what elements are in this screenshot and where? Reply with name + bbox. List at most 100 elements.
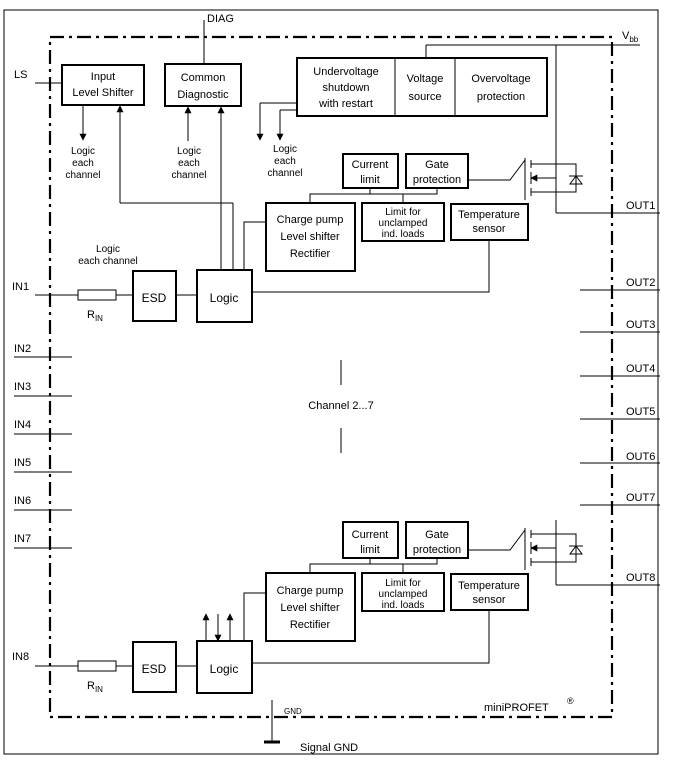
logic-block-1	[196, 269, 253, 323]
ch1-bus-wire	[309, 188, 438, 203]
out5-label: OUT5	[626, 406, 655, 418]
logic-to-chargepump-1	[243, 221, 266, 270]
out3-label: OUT3	[626, 319, 655, 331]
ch8-bus-wire	[309, 558, 438, 573]
diag-pin-label: DIAG	[207, 13, 234, 25]
current-limit-1-line2: limit	[360, 174, 380, 186]
out1-label: OUT1	[626, 200, 655, 212]
logic-to-tempsensor-8	[252, 610, 490, 664]
current-limit-8-line2: limit	[360, 544, 380, 556]
rin-label-1: RIN	[87, 309, 103, 323]
limit-unclamped-8-line1: Limit for	[385, 578, 421, 589]
current-limit-1-line1: Current	[352, 159, 389, 171]
gate-protection-1-line1: Gate	[425, 159, 449, 171]
in8-label: IN8	[12, 651, 29, 663]
charge-pump-8-line2: Level shifter	[280, 602, 340, 614]
logic-to-chargepump-8	[243, 592, 266, 641]
overvoltage-line2: protection	[477, 91, 525, 103]
vbb-label: Vbb	[622, 30, 639, 44]
rin-resistor-8	[77, 660, 117, 672]
overvoltage-line1: Overvoltage	[471, 73, 530, 85]
in3-label: IN3	[14, 381, 31, 393]
ls-pin-label: LS	[14, 69, 27, 81]
logic-each-channel-1-b: each	[72, 158, 94, 169]
esd-block-8	[132, 641, 177, 693]
logic-each-channel-inline-b: each channel	[78, 256, 138, 267]
common-diagnostic-line2: Diagnostic	[177, 89, 229, 101]
in5-label: IN5	[14, 457, 31, 469]
gate-protection-8-line1: Gate	[425, 529, 449, 541]
esd-block-1	[132, 270, 177, 322]
logic-each-channel-2-b: each	[178, 158, 200, 169]
diode-8-wire	[556, 533, 577, 563]
temperature-sensor-block-8	[450, 573, 529, 611]
out2-label: OUT2	[626, 277, 655, 289]
diode-1-wire	[556, 163, 577, 193]
common-diagnostic-block	[164, 63, 242, 107]
gate-protection-block-8	[405, 521, 469, 559]
logic-each-channel-1-a: Logic	[71, 146, 95, 157]
registered-mark: ®	[567, 696, 574, 706]
limit-unclamped-1-line3: ind. loads	[382, 229, 425, 240]
charge-pump-1-line1: Charge pump	[277, 214, 344, 226]
gnd-pin-label: GND	[284, 707, 302, 716]
charge-pump-8-line3: Rectifier	[290, 619, 331, 631]
logic-8-label: Logic	[210, 662, 239, 676]
undervoltage-line3: with restart	[318, 98, 373, 110]
rin-resistor-1	[77, 289, 117, 301]
chip-boundary	[48, 35, 614, 719]
input-level-shifter-line1: Input	[91, 71, 115, 83]
logic-each-channel-inline-a: Logic	[96, 244, 120, 255]
logic-block-8	[196, 640, 253, 694]
in6-label: IN6	[14, 495, 31, 507]
current-limit-8-line1: Current	[352, 529, 389, 541]
logic-each-channel-1-c: channel	[65, 170, 100, 181]
signal-gnd-label: Signal GND	[300, 742, 358, 754]
channel-range-label: Channel 2...7	[308, 400, 373, 412]
temperature-sensor-1-line1: Temperature	[458, 209, 520, 221]
rin-label-8: RIN	[87, 680, 103, 694]
logic-to-tempsensor-1	[252, 240, 490, 293]
input-level-shifter-block	[61, 64, 145, 106]
logic-each-channel-2-a: Logic	[177, 146, 201, 157]
supply-group-block	[296, 57, 548, 117]
out6-label: OUT6	[626, 451, 655, 463]
logic-1-label: Logic	[210, 291, 239, 305]
limit-unclamped-block-1	[361, 202, 445, 242]
diode-8-icon	[569, 545, 583, 555]
charge-pump-8-line1: Charge pump	[277, 585, 344, 597]
limit-unclamped-8-line3: ind. loads	[382, 600, 425, 611]
ch8-gate-wire	[468, 529, 526, 551]
temperature-sensor-1-line2: sensor	[472, 223, 505, 235]
in1-label: IN1	[12, 281, 29, 293]
out4-label: OUT4	[626, 363, 655, 375]
temperature-sensor-block-1	[450, 203, 529, 241]
logic-each-channel-3-b: each	[274, 156, 296, 167]
in4-label: IN4	[14, 419, 31, 431]
out8-label: OUT8	[626, 572, 655, 584]
voltage-source-line2: source	[408, 91, 441, 103]
esd-1-label: ESD	[142, 291, 167, 305]
limit-unclamped-8-line2: unclamped	[379, 589, 428, 600]
voltage-source-line1: Voltage	[407, 73, 444, 85]
esd-8-label: ESD	[142, 662, 167, 676]
current-limit-block-1	[342, 153, 399, 189]
undervoltage-line2: shutdown	[322, 82, 369, 94]
limit-unclamped-1-line1: Limit for	[385, 207, 421, 218]
diode-1-icon	[569, 175, 583, 185]
out7-label: OUT7	[626, 492, 655, 504]
charge-pump-1-line3: Rectifier	[290, 248, 331, 260]
logic-each-channel-3-a: Logic	[273, 144, 297, 155]
current-limit-block-8	[342, 521, 399, 559]
ch1-gate-wire	[468, 159, 526, 181]
common-diagnostic-line1: Common	[181, 72, 226, 84]
logic-each-channel-2-c: channel	[171, 170, 206, 181]
in2-label: IN2	[14, 343, 31, 355]
input-level-shifter-line2: Level Shifter	[72, 87, 133, 99]
in7-label: IN7	[14, 533, 31, 545]
gate-protection-1-line2: protection	[413, 174, 461, 186]
temperature-sensor-8-line2: sensor	[472, 594, 505, 606]
temperature-sensor-8-line1: Temperature	[458, 580, 520, 592]
